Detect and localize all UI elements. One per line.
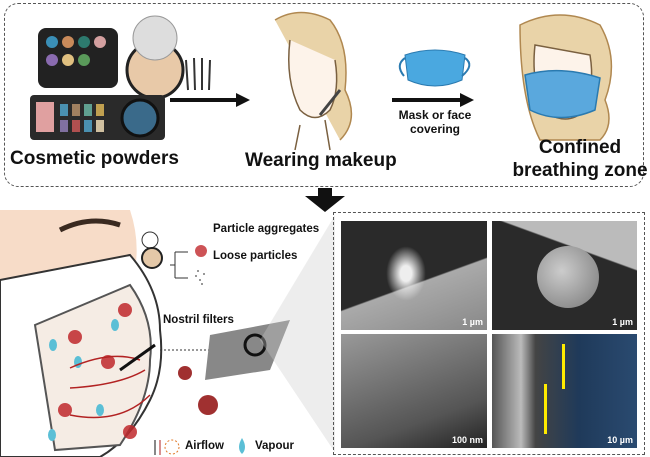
woman-makeup-illustration: [274, 11, 353, 151]
face-mask-icon: [398, 49, 471, 87]
mask-breathing-illustration: [0, 210, 335, 457]
sem-images-panel: [333, 212, 645, 455]
virus-icon: [178, 366, 192, 380]
legend-airflow: Airflow: [185, 440, 224, 452]
makeup-brushes-icon: [185, 57, 211, 91]
arrow-down-icon: [305, 188, 345, 212]
zoom-cone: [260, 215, 335, 453]
arrow-label-mask: Mask or face covering: [398, 108, 472, 136]
step-cosmetic-powders: Cosmetic powders: [10, 148, 179, 169]
loose-particles-legend-icon: [195, 270, 205, 285]
sem-image-surface: 100 nm: [341, 334, 487, 448]
virus-icon: [198, 395, 218, 415]
cosmetic-palette-icon: [30, 15, 185, 140]
legend-vapour: Vapour: [255, 440, 294, 452]
magnifier-icon: [243, 333, 267, 357]
sem-image-sphere: 1 µm: [492, 221, 637, 330]
arrow-right-icon: [170, 93, 250, 107]
sem-image-aggregate: 1 µm: [341, 221, 487, 330]
eyebrow: [58, 218, 121, 233]
step-confined-breathing-zone: Confined breathing zone: [512, 137, 648, 181]
sem-image-eds-fibers: 10 µm: [492, 334, 637, 448]
vapour-legend-icon: [239, 438, 245, 454]
workflow-illustrations: [30, 11, 613, 212]
legend-particle-aggregates: Particle aggregates: [213, 223, 320, 235]
particle-aggregate-legend-icon: [195, 245, 207, 257]
particle-aggregates: [58, 303, 137, 439]
arrow-right-icon: [392, 93, 474, 107]
step-wearing-makeup: Wearing makeup: [245, 150, 397, 171]
woman-masked-illustration: [519, 14, 613, 141]
airflow-legend-icon: [154, 439, 180, 455]
workflow-panel: [4, 3, 644, 187]
vapour-drops: [48, 319, 119, 441]
nostril-filter-pointer: [119, 343, 156, 372]
legend-loose-particles: Loose particles: [213, 250, 298, 262]
label-nostril-filters: Nostril filters: [163, 314, 234, 326]
